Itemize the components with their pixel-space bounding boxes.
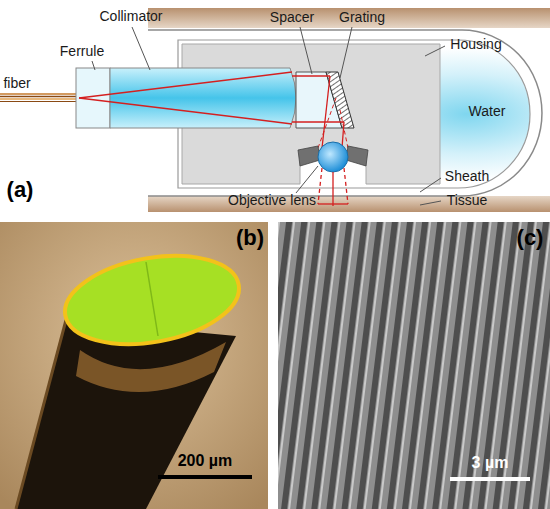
part-label: Grating (339, 10, 385, 25)
collimator-shape (110, 68, 296, 128)
tissue-band (148, 196, 550, 212)
light-ray (318, 98, 336, 148)
light-ray (344, 168, 348, 204)
leader-line (300, 27, 312, 74)
panel-label: (b) (236, 226, 264, 250)
light-ray (292, 121, 344, 122)
scale-label: 3 µm (472, 454, 509, 472)
fiber-line (0, 96, 78, 98)
fiber-line (0, 93, 78, 95)
fiber-line (0, 98, 78, 100)
fiber-glow (76, 342, 226, 392)
panel-label: (c) (517, 226, 544, 250)
part-label: fiber (3, 76, 30, 91)
fiber-edge (16, 320, 66, 509)
part-label: Housing (450, 37, 501, 52)
light-ray (79, 98, 292, 124)
scale-bar (450, 477, 530, 481)
leader-line (296, 166, 318, 193)
light-ray (79, 72, 292, 98)
photo-panel (0, 222, 268, 509)
part-label: Tissue (447, 193, 488, 208)
part-label: Ferrule (60, 44, 104, 59)
leader-line (340, 27, 352, 78)
lens-holder (346, 146, 368, 166)
grating-shape (326, 72, 354, 128)
fiber-face-line (146, 262, 158, 336)
part-label: Sheath (445, 169, 489, 184)
part-label: Spacer (270, 10, 314, 25)
objective-lens (318, 142, 348, 172)
light-ray (340, 110, 348, 148)
lens-holder (298, 146, 320, 166)
sem-panel (278, 222, 550, 509)
leader-line (420, 178, 441, 192)
light-ray (318, 168, 322, 204)
tissue-band (148, 8, 550, 28)
fiber-line (0, 101, 78, 102)
light-ray (292, 75, 330, 76)
leader-line (425, 46, 445, 56)
light-ray (322, 76, 330, 148)
scale-label: 200 µm (178, 452, 233, 470)
light-ray (332, 172, 333, 206)
panel-label: (a) (7, 178, 34, 202)
fiber-face (58, 243, 246, 356)
leader-line (92, 61, 95, 70)
light-ray (318, 203, 348, 204)
leader-line (132, 27, 150, 70)
part-label: Water (469, 104, 506, 119)
fiber-body (16, 320, 236, 509)
scale-bar (158, 475, 252, 479)
part-label: Collimator (99, 9, 162, 24)
leader-line (420, 201, 441, 205)
part-label: Objective lens (228, 193, 316, 208)
